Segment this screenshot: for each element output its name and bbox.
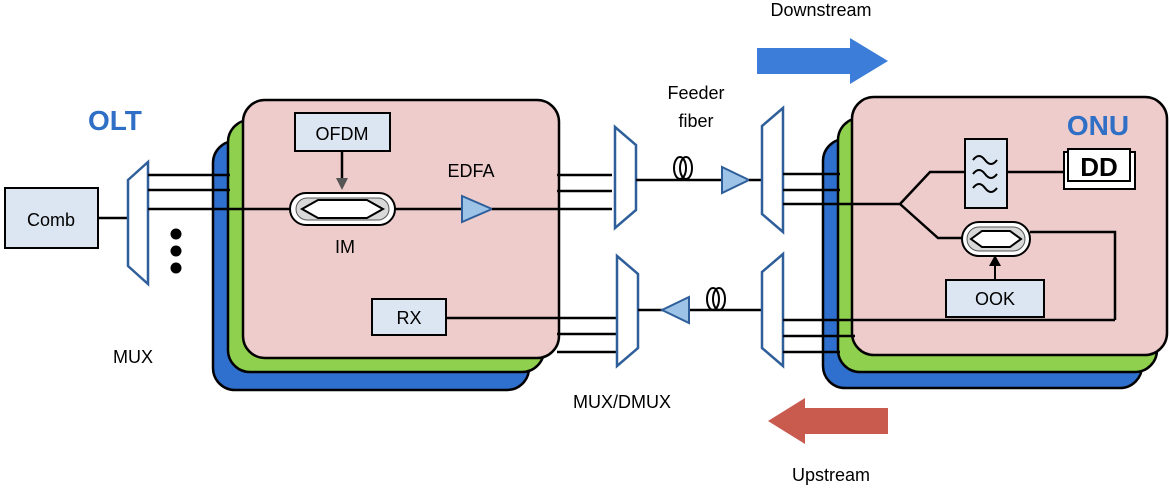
comb-label: Comb	[27, 210, 75, 230]
im-label: IM	[335, 237, 355, 257]
upstream-arrow-icon	[768, 398, 888, 444]
ook-arrow-head	[989, 255, 1001, 266]
feeder-fiber-label-line1: Feeder	[667, 83, 724, 103]
downstream-fiber-coil-icon	[673, 156, 693, 180]
upstream-label: Upstream	[792, 465, 870, 485]
ofdm-arrow-head	[336, 178, 348, 190]
downstream-amplifier-icon	[721, 165, 752, 195]
onu-modulator-icon	[961, 221, 1031, 257]
central-mux-bottom-right	[760, 251, 785, 369]
splitter-upper-branch	[899, 170, 965, 205]
im-modulator-icon	[289, 192, 396, 226]
upstream-fiber-coil-icon	[706, 287, 726, 311]
olt-mux	[126, 159, 150, 287]
downstream-arrow-icon	[757, 38, 888, 84]
ook-label: OOK	[975, 289, 1015, 309]
edfa-amplifier-icon	[461, 194, 495, 224]
mux-dmux-label: MUX/DMUX	[573, 392, 671, 412]
splitter-lower-branch	[899, 203, 965, 240]
downstream-label: Downstream	[770, 0, 871, 20]
ellipsis-dots-icon	[170, 228, 182, 274]
ofdm-label: OFDM	[316, 124, 369, 144]
rx-box	[371, 298, 447, 336]
central-dmux-top-right	[760, 105, 785, 235]
modulator-to-upstream-line	[1030, 230, 1117, 320]
dd-box-inner	[1067, 148, 1131, 182]
upstream-amplifier-icon	[659, 295, 690, 325]
edfa-label: EDFA	[447, 161, 494, 181]
olt-panel-front	[241, 98, 561, 360]
onu-label: ONU	[1067, 110, 1129, 141]
comb-box	[4, 187, 99, 249]
central-dmux-bottom-left	[615, 253, 640, 369]
filter-icon	[964, 138, 1008, 209]
rx-label: RX	[396, 308, 421, 328]
dd-label: DD	[1080, 152, 1118, 182]
olt-label: OLT	[88, 105, 142, 136]
central-mux-top-left	[613, 124, 638, 231]
mux-label: MUX	[113, 347, 153, 367]
feeder-fiber-label-line2: fiber	[678, 111, 713, 131]
